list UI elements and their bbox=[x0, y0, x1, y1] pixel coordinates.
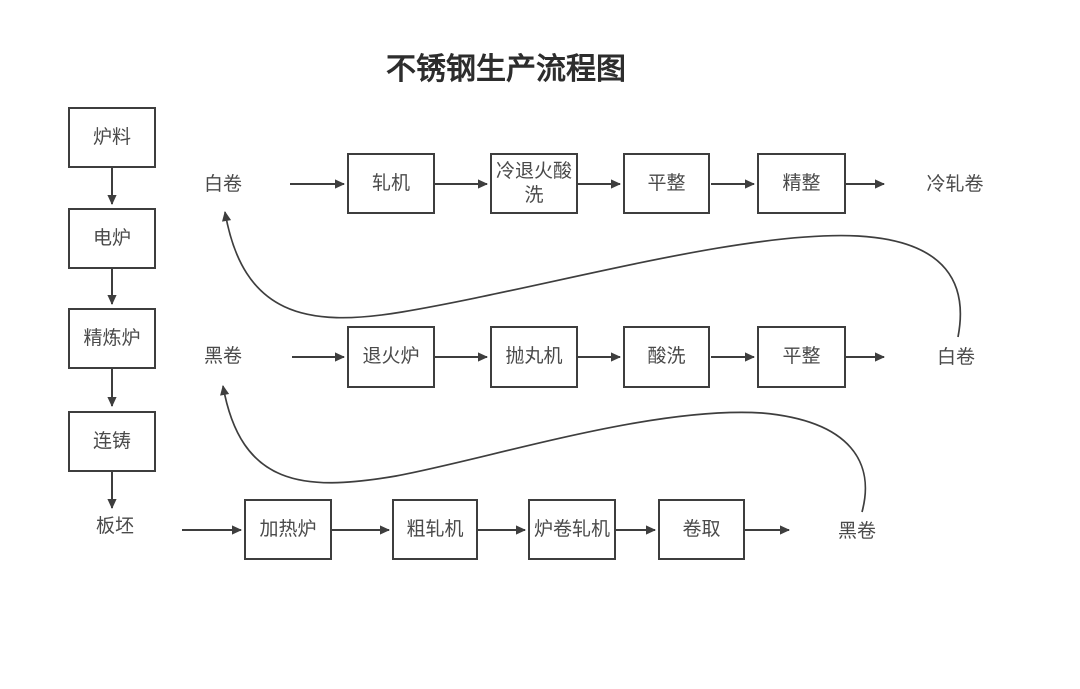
node-reheating-furnace: 加热炉 bbox=[244, 499, 332, 560]
label-black-coil-end: 黑卷 bbox=[837, 521, 876, 542]
node-steckel-mill: 炉卷轧机 bbox=[528, 499, 616, 560]
diagram-title: 不锈钢生产流程图 bbox=[386, 53, 626, 86]
node-roughing-mill: 粗轧机 bbox=[392, 499, 478, 560]
node-finishing: 精整 bbox=[757, 153, 846, 214]
label-white-coil-start: 白卷 bbox=[203, 174, 242, 195]
node-shot-blaster: 抛丸机 bbox=[490, 326, 578, 388]
node-electric-furnace: 电炉 bbox=[68, 208, 156, 269]
curve-blackcoil-return bbox=[220, 385, 867, 513]
node-annealing-furnace: 退火炉 bbox=[347, 326, 435, 388]
curve-whitecoil-return bbox=[222, 211, 962, 338]
label-white-coil-end: 白卷 bbox=[936, 347, 975, 368]
node-cold-anneal-pickle: 冷退火酸洗 bbox=[490, 153, 578, 214]
label-cold-rolled-coil: 冷轧卷 bbox=[926, 174, 984, 195]
node-pickling: 酸洗 bbox=[623, 326, 710, 388]
node-rolling-mill: 轧机 bbox=[347, 153, 435, 214]
label-black-coil-start: 黑卷 bbox=[203, 346, 242, 367]
node-temper-mill: 平整 bbox=[757, 326, 846, 388]
node-refining-furnace: 精炼炉 bbox=[68, 308, 156, 369]
label-slab: 板坯 bbox=[95, 516, 134, 537]
node-coiler: 卷取 bbox=[658, 499, 745, 560]
node-continuous-casting: 连铸 bbox=[68, 411, 156, 472]
node-furnace-charge: 炉料 bbox=[68, 107, 156, 168]
node-temper-mill-cold: 平整 bbox=[623, 153, 710, 214]
